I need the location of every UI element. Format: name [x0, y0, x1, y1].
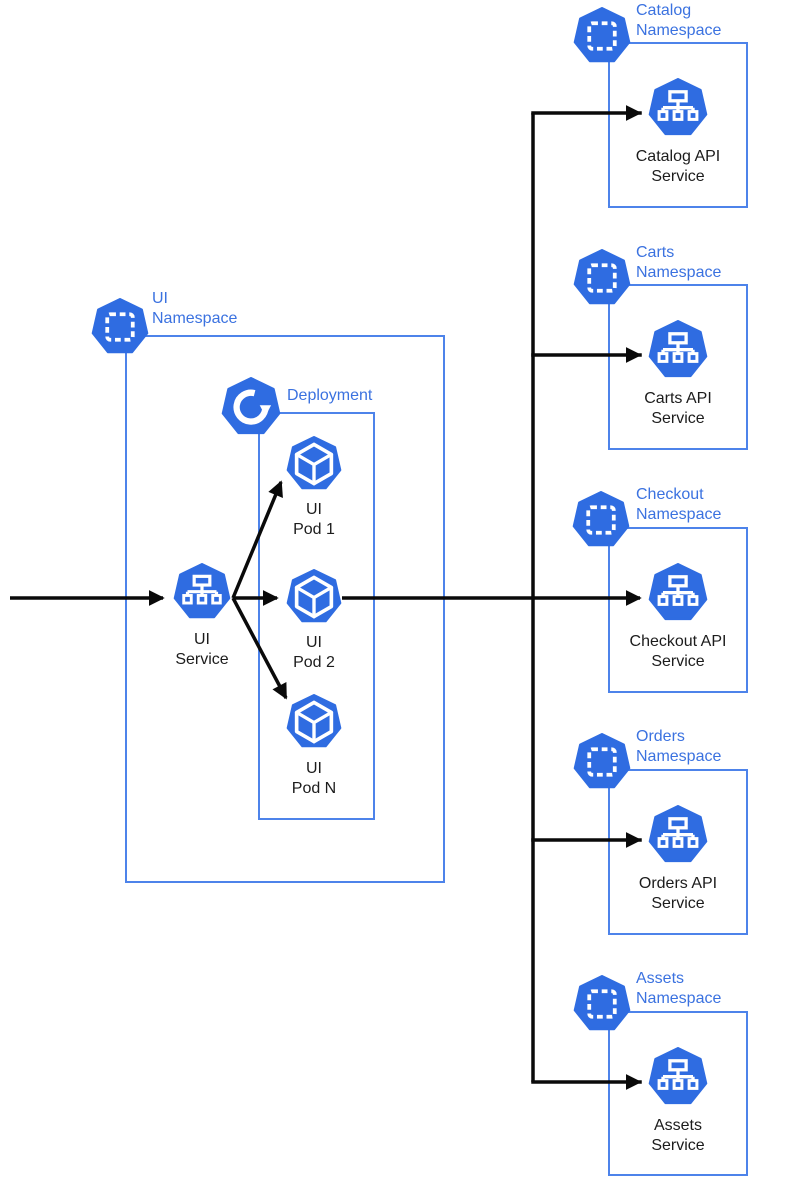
ui-namespace-label: UI Namespace — [152, 290, 238, 327]
checkout-namespace-icon — [572, 491, 630, 549]
deployment-icon — [221, 377, 281, 437]
checkout-api-service-label: Checkout API Service — [629, 633, 727, 670]
ui-pod-2-icon — [286, 569, 342, 625]
ui-pod-1-label: UI Pod 1 — [293, 501, 335, 538]
deployment-label: Deployment — [287, 387, 373, 404]
ui-pod-2-label: UI Pod 2 — [293, 634, 335, 671]
orders-namespace-box — [608, 769, 748, 935]
checkout-api-service-icon — [648, 563, 708, 623]
carts-namespace-icon — [573, 249, 631, 307]
carts-api-service-label: Carts API Service — [644, 390, 712, 427]
catalog-namespace-box — [608, 42, 748, 208]
connector-ui-service-to-pod-1 — [231, 480, 283, 599]
catalog-namespace-icon — [573, 7, 631, 65]
catalog-api-service-label: Catalog API Service — [635, 148, 721, 185]
ui-pod-1-icon — [286, 436, 342, 492]
connector-ui-service-to-pod-n — [231, 597, 288, 700]
assets-service-label: Assets Service — [651, 1117, 705, 1154]
assets-namespace-icon — [573, 975, 631, 1033]
orders-api-service-label: Orders API Service — [638, 875, 718, 912]
assets-namespace-label: Assets Namespace — [636, 970, 722, 1007]
orders-namespace-label: Orders Namespace — [636, 728, 722, 765]
carts-namespace-label: Carts Namespace — [636, 244, 722, 281]
ui-service-icon — [173, 563, 231, 621]
assets-service-icon — [648, 1047, 708, 1107]
carts-namespace-box — [608, 284, 748, 450]
assets-namespace-box — [608, 1011, 748, 1176]
deployment-box — [258, 412, 375, 820]
ui-service-label: UI Service — [175, 631, 229, 668]
orders-namespace-icon — [573, 733, 631, 791]
ui-pod-n-label: UI Pod N — [291, 760, 337, 797]
checkout-namespace-box — [608, 527, 748, 693]
catalog-namespace-label: Catalog Namespace — [636, 2, 722, 39]
checkout-namespace-label: Checkout Namespace — [636, 486, 722, 523]
ui-pod-n-icon — [286, 694, 342, 750]
catalog-api-service-icon — [648, 78, 708, 138]
orders-api-service-icon — [648, 805, 708, 865]
carts-api-service-icon — [648, 320, 708, 380]
ui-namespace-box — [125, 335, 445, 883]
ui-namespace-icon — [91, 298, 149, 356]
